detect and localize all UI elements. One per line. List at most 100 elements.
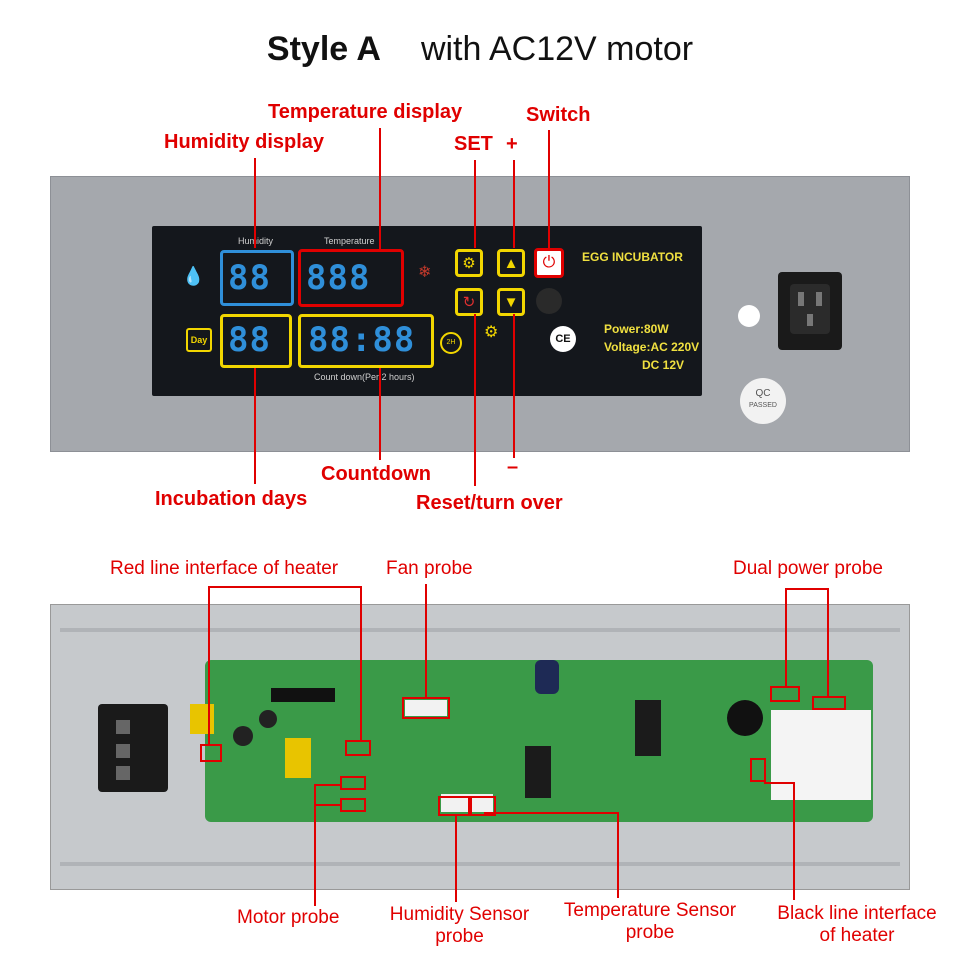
black-line-line1: Black line interface (777, 903, 937, 924)
set-button[interactable]: ⚙ (455, 249, 483, 277)
humidity-sensor-leader (455, 816, 457, 902)
temperature-sensor-line2: probe (625, 922, 675, 943)
heater-red-connector-box (200, 744, 222, 762)
electrolytic-capacitor (535, 660, 559, 694)
plus-label: + (506, 133, 518, 155)
temperature-sensor-box (470, 796, 496, 816)
temperature-digits: 888 (306, 258, 371, 298)
dual-power-leader-v2 (827, 588, 829, 696)
settings-gear-icon: ⚙ (484, 324, 499, 341)
humidity-display (220, 250, 294, 306)
sensor-connector (441, 794, 493, 812)
reset-turn-over-label: Reset/turn over (416, 492, 563, 514)
chip (635, 700, 661, 756)
reset-leader (474, 314, 476, 486)
x2h-label: 2H (446, 339, 456, 346)
day-icon-label: Day (190, 335, 208, 345)
countdown-leader (379, 368, 381, 460)
heater-leader-h (208, 586, 362, 588)
motor-probe-leader-h1 (314, 784, 342, 786)
heater-leader-v1 (208, 586, 210, 746)
temperature-leader (379, 128, 381, 250)
screw-hole (738, 305, 760, 327)
humidity-digits: 88 (228, 258, 271, 298)
motor-probe-box (340, 776, 366, 790)
humidity-sensor-label: Humidity Sensor probe (382, 904, 537, 948)
rear-power-socket (98, 704, 168, 792)
humidity-sensor-line1: Humidity Sensor (389, 904, 530, 925)
fan-probe-label: Fan probe (386, 558, 473, 579)
motor-probe-leader-h2 (314, 804, 342, 806)
black-line-box (750, 758, 766, 782)
set-label: SET (454, 133, 493, 155)
heater-leader-v2 (360, 586, 362, 742)
minus-button[interactable]: ▼ (497, 288, 525, 316)
temperature-sensor-leader-h (484, 812, 618, 814)
black-line-line2: of heater (819, 925, 895, 946)
qc-sticker: QC PASSED (740, 378, 786, 424)
plus-button[interactable]: ▲ (497, 249, 525, 277)
transformer (285, 738, 311, 778)
chip (525, 746, 551, 798)
page-title: Style A with AC12V motor (0, 30, 960, 69)
reset-button[interactable]: ↻ (455, 288, 483, 316)
black-line-leader (793, 782, 795, 900)
brand-label: EGG INCUBATOR (582, 250, 683, 264)
humidity-icon: 💧 (182, 266, 205, 286)
capacitor (259, 710, 277, 728)
dc-rating: DC 12V (642, 358, 685, 372)
motor-probe-label: Motor probe (237, 907, 340, 928)
fan-probe-leader (425, 584, 427, 698)
countdown-caption: Count down(Per 2 hours) (314, 372, 415, 382)
dual-power-leader-v1 (785, 588, 787, 686)
power-socket (778, 272, 842, 350)
lcd-panel: Humidity Temperature 💧 88 888 ❄ 88 Day 8… (152, 226, 702, 396)
countdown-digits: 88:88 (308, 320, 416, 360)
dual-power-box-1 (770, 686, 800, 702)
temperature-display (298, 249, 404, 307)
days-leader (254, 368, 256, 484)
ce-mark: CE (550, 326, 576, 352)
power-switch[interactable]: ⏻ (534, 248, 564, 278)
countdown-label: Countdown (321, 463, 431, 485)
turn-icon: 2H (440, 332, 462, 354)
fan-icon: ❄ (418, 264, 432, 281)
black-line-heater-label: Black line interface of heater (766, 903, 948, 947)
case-rib (60, 862, 900, 866)
minus-leader (513, 314, 515, 458)
dual-power-box-2 (812, 696, 846, 710)
yellow-terminal (190, 704, 214, 734)
switch-label: Switch (526, 104, 591, 126)
style-label: Style A (266, 30, 381, 68)
ce-text: CE (555, 333, 571, 345)
red-line-heater-label: Red line interface of heater (110, 558, 339, 579)
case-rib (60, 628, 900, 632)
days-display-frame (220, 314, 292, 368)
passed-text: PASSED (749, 402, 777, 409)
calendar-icon: Day (186, 328, 212, 352)
black-line-leader-h (764, 782, 794, 784)
heatsink-bar (271, 688, 335, 702)
power-rating: Power:80W (604, 322, 669, 336)
temperature-caption: Temperature (324, 236, 375, 246)
fan-probe-box (402, 697, 450, 719)
dual-power-leader-h (785, 588, 829, 590)
fan-connector (405, 700, 447, 716)
days-digits: 88 (228, 320, 271, 360)
humidity-leader (254, 158, 256, 248)
voltage-rating: Voltage:AC 220V (604, 340, 700, 354)
small-connector-box (345, 740, 371, 756)
relay (771, 710, 871, 800)
plus-leader (513, 160, 515, 248)
incubation-days-label: Incubation days (155, 488, 308, 510)
switch-leader (548, 130, 550, 248)
motor-probe-box-2 (340, 798, 366, 812)
buzzer (727, 700, 763, 736)
temperature-sensor-line1: Temperature Sensor (563, 900, 737, 921)
set-leader (474, 160, 476, 248)
qc-text: QC (755, 388, 771, 399)
temperature-sensor-label: Temperature Sensor probe (552, 900, 748, 944)
minus-label: – (507, 456, 519, 478)
countdown-display-frame (298, 314, 434, 368)
motor-label: with AC12V motor (420, 30, 694, 68)
